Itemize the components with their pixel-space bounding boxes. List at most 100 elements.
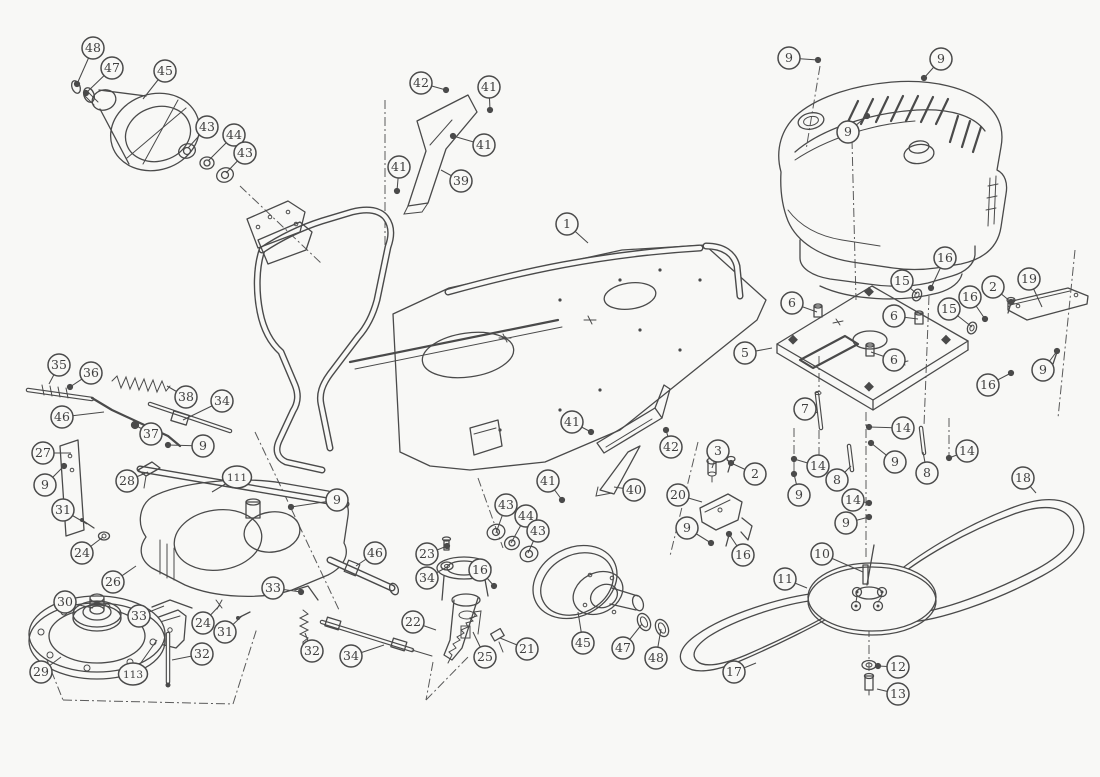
nut-37	[130, 420, 140, 430]
part-idler-cup-22	[436, 536, 505, 664]
callout-31: 31	[51, 498, 88, 525]
callout-41: 41	[449, 132, 496, 157]
callout-number-22: 22	[405, 614, 421, 629]
callout-number-41: 41	[564, 414, 580, 429]
callout-bubble-9	[191, 434, 215, 458]
callout-number-26: 26	[105, 574, 121, 589]
callout-8: 8	[825, 465, 852, 492]
callout-bubble-40	[622, 478, 646, 502]
callout-48: 48	[73, 36, 105, 88]
callout-27: 27	[31, 441, 71, 465]
callout-46: 46	[50, 405, 105, 429]
callout-number-2: 2	[751, 466, 759, 481]
callout-12: 12	[874, 655, 910, 679]
callout-1: 1	[555, 212, 589, 244]
callout-bubble-36	[79, 361, 103, 385]
callout-number-21: 21	[519, 641, 535, 656]
callout-36: 36	[66, 361, 103, 391]
callout-6: 6	[882, 304, 919, 328]
fastener-dot	[1053, 347, 1061, 355]
fastener-dot	[66, 383, 74, 391]
callout-number-33: 33	[131, 608, 147, 623]
callout-number-14: 14	[895, 420, 911, 435]
fastener-dot	[662, 426, 670, 434]
fastener-dot	[865, 499, 873, 507]
callout-10: 10	[810, 542, 864, 573]
callout-number-14: 14	[810, 458, 826, 473]
callout-number-9: 9	[844, 124, 852, 139]
callout-bubble-113	[117, 662, 149, 686]
fastener-dot	[727, 459, 735, 467]
callout-bubble-26	[101, 570, 125, 594]
callout-33: 33	[261, 576, 305, 600]
callout-32: 32	[171, 642, 214, 666]
fastener-dot	[865, 513, 873, 521]
callout-number-9: 9	[795, 487, 803, 502]
callout-bubble-1	[555, 212, 579, 236]
callout-number-46: 46	[54, 409, 70, 424]
callout-number-41: 41	[391, 159, 407, 174]
callout-number-42: 42	[663, 439, 679, 454]
callout-14: 14	[841, 488, 873, 512]
callout-14: 14	[945, 439, 979, 463]
callout-19: 19	[1017, 267, 1043, 308]
fastener-dot	[927, 284, 935, 292]
callout-bubble-8	[825, 468, 849, 492]
callout-number-9: 9	[785, 50, 793, 65]
callout-bubble-42	[409, 71, 433, 95]
callout-number-44: 44	[518, 508, 534, 523]
callout-bubble-9	[33, 473, 57, 497]
callout-bubble-5	[733, 341, 757, 365]
callout-bubble-20	[666, 483, 690, 507]
callout-33: 33	[127, 604, 165, 628]
callout-9: 9	[777, 46, 822, 70]
fastener-dot	[865, 423, 873, 431]
callout-number-9: 9	[683, 520, 691, 535]
callout-44: 44	[207, 123, 246, 162]
callout-number-14: 14	[959, 443, 975, 458]
callout-bubble-47	[100, 56, 124, 80]
callout-bubble-9	[787, 483, 811, 507]
callout-9: 9	[787, 470, 811, 507]
callout-number-29: 29	[33, 664, 49, 679]
callout-number-48: 48	[648, 650, 664, 665]
callout-bubble-28	[115, 469, 139, 493]
fastener-dot	[920, 74, 928, 82]
callout-45: 45	[142, 59, 177, 100]
callout-bubble-6	[882, 348, 906, 372]
callout-number-9: 9	[41, 477, 49, 492]
callout-5: 5	[733, 341, 773, 365]
part-bracket-20	[699, 493, 753, 541]
part-spindle-assembly	[532, 544, 670, 638]
callout-111: 111	[211, 465, 253, 493]
callout-bubble-17	[722, 660, 746, 684]
callout-number-12: 12	[890, 659, 906, 674]
callout-bubble-10	[810, 542, 834, 566]
callout-43: 43	[526, 519, 550, 554]
callout-41: 41	[387, 155, 411, 195]
callout-number-37: 37	[143, 426, 159, 441]
callout-number-43: 43	[498, 497, 514, 512]
callout-bubble-34	[210, 389, 234, 413]
callout-number-27: 27	[35, 445, 51, 460]
callout-bubble-2	[981, 275, 1005, 299]
callout-bubble-41	[560, 410, 584, 434]
callout-number-9: 9	[333, 492, 341, 507]
part-engine-plate	[776, 285, 978, 411]
callout-bubble-39	[449, 169, 473, 193]
callout-47: 47	[82, 56, 124, 97]
callout-46: 46	[355, 541, 387, 567]
callout-bubble-21	[515, 637, 539, 661]
callout-bubble-11	[773, 567, 797, 591]
callout-24: 24	[70, 536, 104, 565]
callout-number-46: 46	[367, 545, 383, 560]
callout-bubble-33	[127, 604, 151, 628]
callout-number-9: 9	[1039, 362, 1047, 377]
callout-number-111: 111	[227, 472, 247, 484]
callout-number-39: 39	[453, 173, 469, 188]
callout-bubble-9	[883, 450, 907, 474]
callout-45: 45	[571, 611, 595, 655]
engine-vents	[844, 94, 983, 154]
fastener-dot	[287, 503, 295, 511]
callout-15: 15	[890, 269, 918, 295]
